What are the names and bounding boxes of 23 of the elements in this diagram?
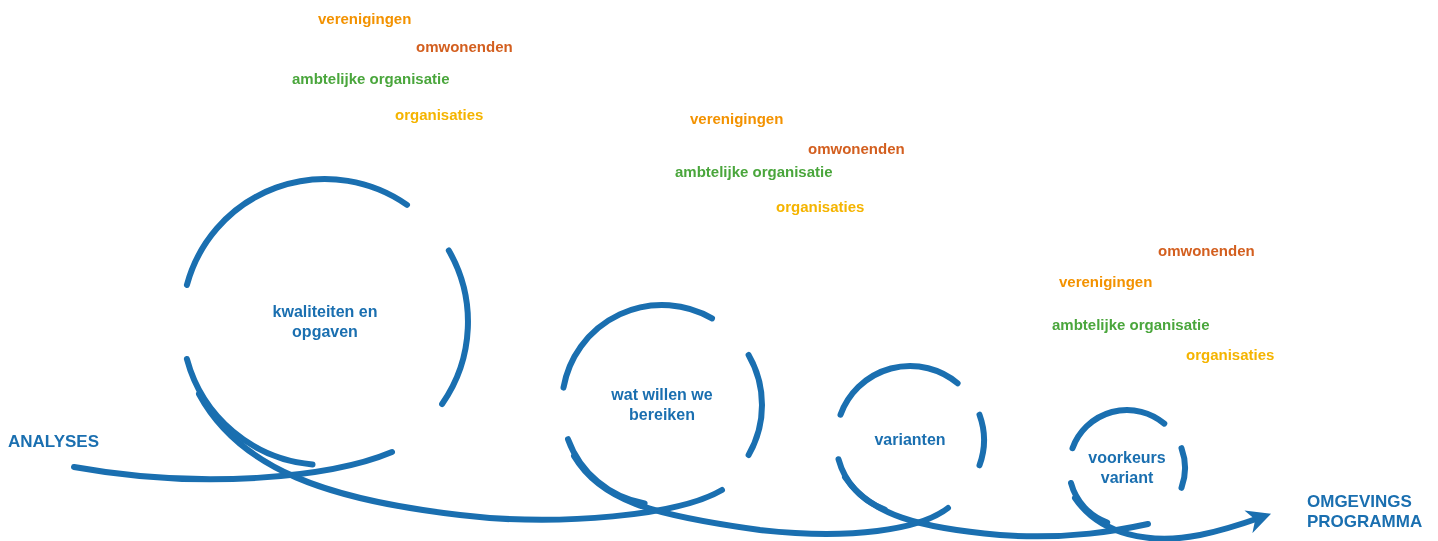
flow-line [571, 453, 951, 537]
stakeholder-label: ambtelijke organisatie [292, 70, 450, 87]
stage-label: ANALYSES [8, 432, 99, 452]
step-label: wat willen we bereiken [610, 385, 714, 425]
step-label: voorkeurs variant [1087, 448, 1167, 488]
stakeholder-label: verenigingen [318, 10, 412, 27]
flow-line [842, 474, 1151, 540]
stakeholder-label: omwonenden [808, 140, 905, 157]
stakeholder-label: ambtelijke organisatie [1052, 316, 1210, 333]
stage-label: OMGEVINGS PROGRAMMA [1307, 492, 1424, 532]
flow-line [196, 391, 725, 523]
step-label: kwaliteiten en opgaven [271, 302, 379, 342]
step-label: varianten [873, 430, 947, 450]
stakeholder-label: ambtelijke organisatie [675, 163, 833, 180]
stakeholder-label: omwonenden [1158, 242, 1255, 259]
flow-line [71, 449, 395, 483]
stakeholder-label: organisaties [395, 106, 484, 123]
stakeholder-label: verenigingen [1059, 273, 1153, 290]
flow-line [1072, 495, 1272, 541]
stakeholder-label: organisaties [776, 198, 865, 215]
stakeholder-label: organisaties [1186, 346, 1275, 363]
stakeholder-label: verenigingen [690, 110, 784, 127]
stakeholder-label: omwonenden [416, 38, 513, 55]
